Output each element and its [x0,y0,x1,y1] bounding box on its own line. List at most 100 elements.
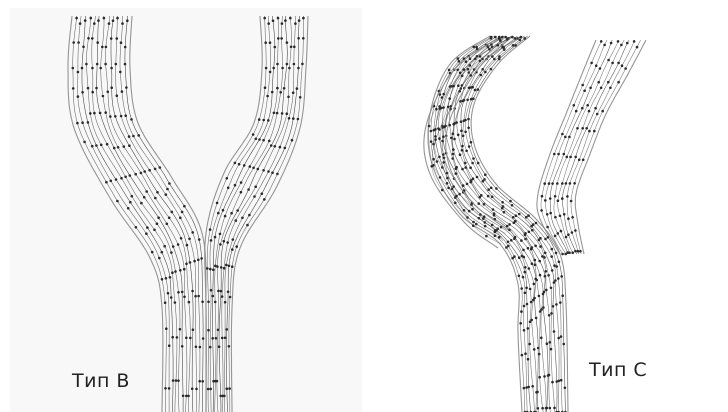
streamline-arrow-marker [551,381,554,384]
streamline-arrow-marker [484,173,487,176]
streamline-arrow-marker [247,188,250,191]
streamline-arrow-marker [554,216,557,219]
streamline-arrow-marker [465,150,468,153]
streamline-arrow-marker [533,297,536,300]
streamline-arrow-marker [543,375,546,378]
streamline-arrow-marker [226,387,229,390]
streamline-arrow-marker [498,236,501,239]
streamline-arrow-marker [472,221,475,224]
vessel-wall [537,40,596,254]
streamline-arrow-marker [607,81,610,84]
streamline-arrow-marker [530,319,533,322]
streamline-arrow-marker [176,336,179,339]
streamline-arrow-marker [546,342,549,345]
label-type-b: Тип В [72,370,130,392]
streamline-arrow-marker [468,145,471,148]
streamline-arrow-marker [175,379,178,382]
streamline-arrow-marker [124,46,127,49]
streamline-arrow-marker [81,91,84,94]
streamline-arrow-marker [607,59,610,62]
streamline-arrow-marker [531,385,534,388]
streamline-arrow-marker [567,217,570,220]
streamline-arrow-marker [495,187,498,190]
streamline-arrow-marker [471,208,474,211]
streamline-arrow-marker [225,264,228,267]
streamline-arrow-marker [561,253,564,256]
streamline-arrow-marker [528,231,531,234]
streamline-arrow-marker [255,138,258,141]
streamline-arrow-marker [267,119,270,122]
streamline-arrow-marker [183,296,186,299]
streamline-arrow-marker [171,336,174,339]
streamline-arrow-marker [451,188,454,191]
streamline-arrow-marker [544,252,547,255]
streamline-arrow-marker [573,104,576,107]
streamline-arrow-marker [272,19,275,22]
streamline-arrow-marker [600,87,603,90]
streamline-arrow-marker [96,63,99,66]
streamline-arrow-marker [554,235,557,238]
streamline-arrow-marker [553,407,556,410]
streamline-arrow-marker [207,329,210,332]
streamline-arrow-marker [452,153,455,156]
streamline-arrow-marker [232,238,235,241]
streamline-arrow-marker [181,211,184,214]
streamline-arrow-marker [432,164,435,167]
streamline-arrow-marker [219,243,222,246]
streamline-arrow-marker [179,269,182,272]
streamline-arrow-marker [561,294,564,297]
streamline-arrow-marker [459,153,462,156]
panel-type-b: Тип В [10,8,362,412]
streamline-arrow-marker [104,63,107,66]
streamline-arrow-marker [491,224,494,227]
streamline-arrow-marker [523,37,526,40]
streamline-arrow-marker [110,67,113,70]
streamline-arrow-marker [490,43,493,46]
streamline-arrow-marker [461,145,464,148]
streamline-arrow-marker [526,303,529,306]
streamline-arrow-marker [547,274,550,277]
streamline-arrow-marker [253,195,256,198]
streamline-arrow-marker [512,44,515,47]
streamline-arrow-marker [171,211,174,214]
streamline-arrow-marker [276,87,279,90]
streamline-arrow-marker [91,91,94,94]
streamline-arrow-marker [281,22,284,25]
streamline-arrow-marker [545,289,548,292]
streamline-arrow-marker [579,250,582,253]
streamline-arrow-marker [441,96,444,99]
streamline-arrow-marker [288,117,291,120]
streamline-arrow-marker [194,295,197,298]
streamline-arrow-marker [457,134,460,137]
streamline-arrow-marker [186,244,189,247]
streamline-arrow-marker [493,212,496,215]
streamline-arrow-marker [599,67,602,70]
streamline-arrow-marker [172,245,175,248]
streamline-arrow-marker [192,328,195,331]
streamline-arrow-marker [272,67,275,70]
streamline-arrow-marker [110,37,113,40]
streamline-arrow-marker [559,215,562,218]
streamline-arrow-marker [506,225,509,228]
streamline-arrow-marker [617,40,620,43]
streamline-arrow-marker [463,99,466,102]
streamline-arrow-marker [91,145,94,148]
streamline-arrow-marker [230,212,233,215]
streamline-arrow-marker [270,144,273,147]
streamline-arrow-marker [539,245,542,248]
streamline-arrow-marker [110,180,113,183]
streamline-arrow-marker [211,337,214,340]
streamline-arrow-marker [87,121,90,124]
streamline-arrow-marker [550,255,553,258]
streamline-arrow-marker [187,395,190,398]
streamline-arrow-marker [571,216,574,219]
streamline-arrow-marker [527,327,530,330]
streamline-arrow-marker [238,163,241,166]
streamline-arrow-marker [487,195,490,198]
streamline [105,16,190,412]
streamline-arrow-marker [551,182,554,185]
streamline-arrow-marker [97,19,100,22]
streamline-arrow-marker [537,407,540,410]
streamline-arrow-marker [297,118,300,121]
streamline-arrow-marker [491,55,494,58]
